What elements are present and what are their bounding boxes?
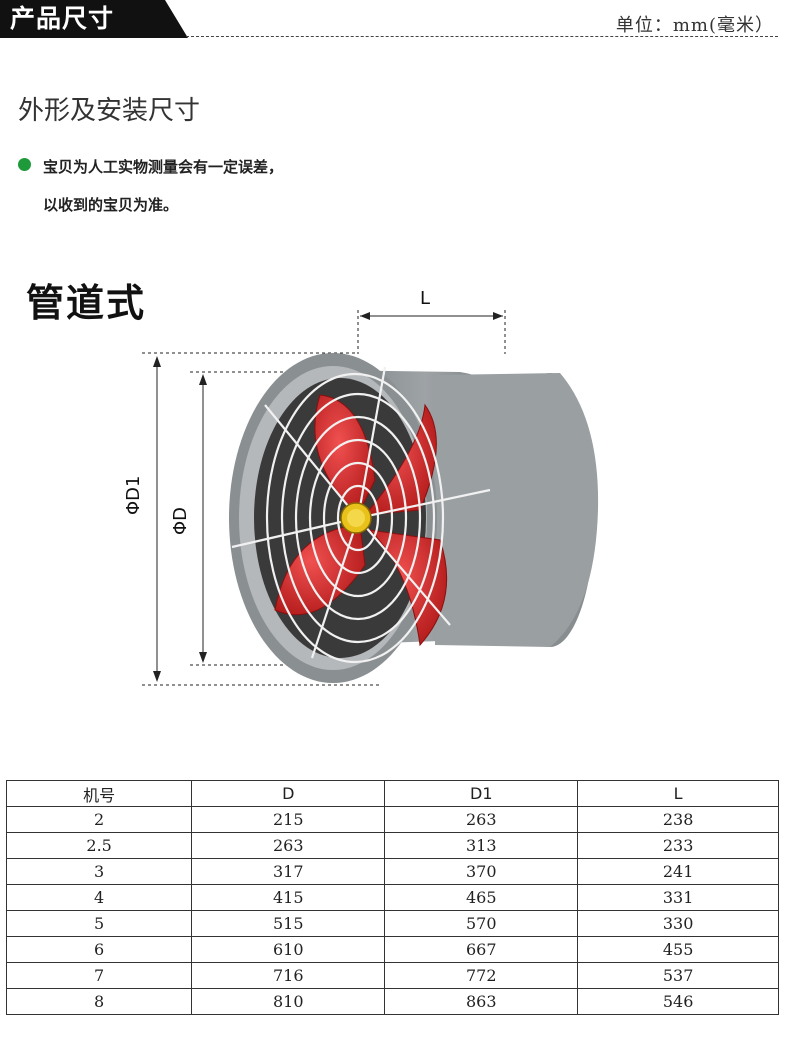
dimension-label-L: L [420, 288, 431, 309]
cell-L: 233 [577, 832, 779, 859]
cell-L: 330 [577, 910, 779, 937]
cell-D: 610 [191, 936, 386, 963]
cell-model: 8 [5, 988, 193, 1015]
cell-D: 515 [191, 910, 386, 937]
cell-model: 4 [5, 884, 193, 911]
note-line-2: 以收到的宝贝为准。 [43, 196, 179, 214]
table-row: 3 317 370 241 [5, 858, 779, 885]
unit-label: 单位：mm(毫米） [615, 15, 774, 36]
cell-D1: 465 [384, 884, 579, 911]
cell-D1: 667 [384, 936, 579, 963]
col-header-D1: D1 [384, 780, 579, 807]
cell-D1: 313 [384, 832, 579, 859]
header-tab: 产品尺寸 [0, 0, 188, 38]
fan-illustration [142, 310, 599, 686]
table-row: 2 215 263 238 [5, 806, 779, 833]
dimension-label-D1: ΦD1 [123, 475, 144, 515]
bullet-icon [18, 158, 31, 171]
cell-model: 6 [5, 936, 193, 963]
col-header-D: D [191, 780, 386, 807]
col-header-L: L [577, 780, 779, 807]
table-row: 8 810 863 546 [5, 988, 779, 1015]
cell-D: 263 [191, 832, 386, 859]
table-row: 2.5 263 313 233 [5, 832, 779, 859]
note-line-1: 宝贝为人工实物测量会有一定误差， [43, 158, 284, 176]
cell-model: 3 [5, 858, 193, 885]
model-type-title: 管道式 [26, 280, 147, 325]
table-row: 5 515 570 330 [5, 910, 779, 937]
cell-D: 415 [191, 884, 386, 911]
section-title: 外形及安装尺寸 [18, 96, 201, 126]
cell-model: 5 [5, 910, 193, 937]
header-tab-shape [0, 0, 188, 38]
dimension-table: 机号 D D1 L 2 215 263 238 2.5 263 313 2 33 … [5, 780, 779, 1015]
cell-D: 317 [191, 858, 386, 885]
cell-model: 7 [5, 962, 193, 989]
table-row: 6 610 667 455 [5, 936, 779, 963]
cell-D: 215 [191, 806, 386, 833]
cell-model: 2.5 [5, 832, 193, 859]
cell-D: 716 [191, 962, 386, 989]
cell-L: 331 [577, 884, 779, 911]
dimension-label-D: ΦD [170, 506, 191, 535]
cell-D1: 263 [384, 806, 579, 833]
cell-D1: 370 [384, 858, 579, 885]
cell-L: 238 [577, 806, 779, 833]
cell-L: 241 [577, 858, 779, 885]
cell-D1: 570 [384, 910, 579, 937]
table-header-row: 机号 D D1 L [5, 780, 779, 807]
col-header-model: 机号 [5, 780, 193, 807]
cell-D1: 863 [384, 988, 579, 1015]
cell-model: 2 [5, 806, 193, 833]
cell-D: 810 [191, 988, 386, 1015]
header-title: 产品尺寸 [10, 4, 115, 33]
table-row: 4 415 465 331 [5, 884, 779, 911]
cell-D1: 772 [384, 962, 579, 989]
cell-L: 546 [577, 988, 779, 1015]
cell-L: 455 [577, 936, 779, 963]
header-divider [186, 36, 778, 37]
table-row: 7 716 772 537 [5, 962, 779, 989]
cell-L: 537 [577, 962, 779, 989]
